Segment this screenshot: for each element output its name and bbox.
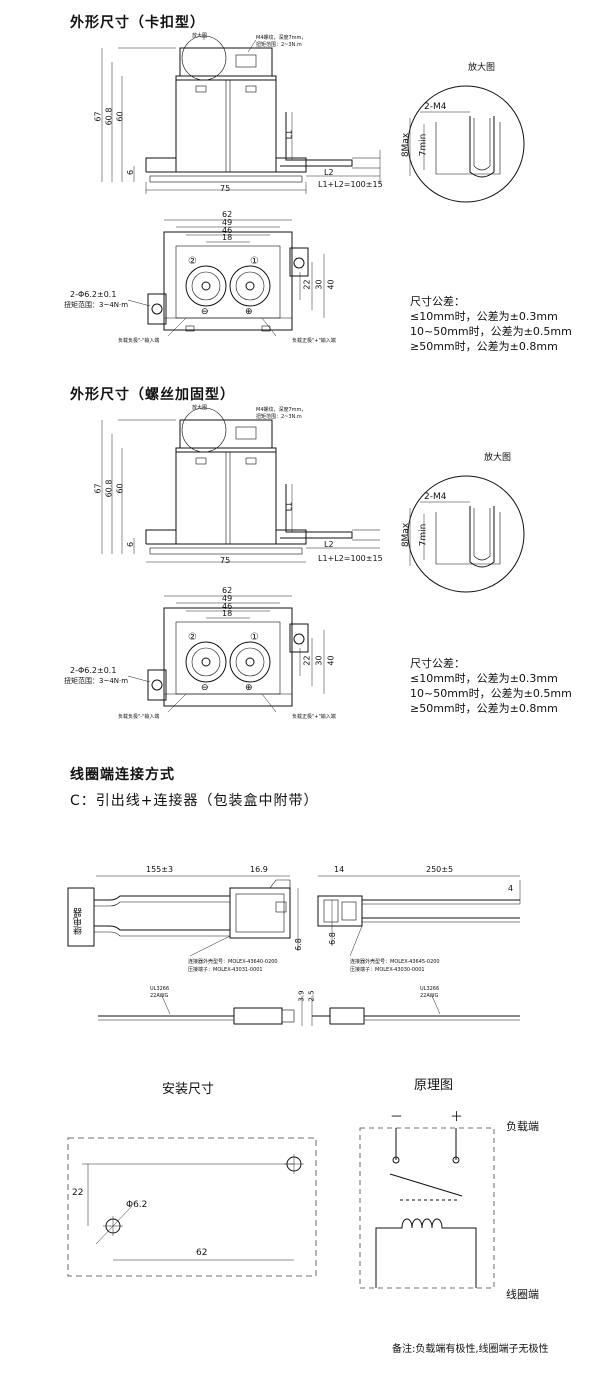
dim-4: 4 <box>508 884 514 893</box>
relay-plan-view: ⊖ ⊕ <box>127 219 325 337</box>
conn-right-housing: 连接器外壳型号：MOLEX-43645-0200 <box>350 959 440 965</box>
dim-46: 46 <box>222 226 233 235</box>
tolerance2-line-1: ≤10mm时，公差为±0.3mm <box>410 672 558 685</box>
term-neg-label-2: 负载负极"-"输入端 <box>118 714 160 720</box>
wire-left-gauge: 22AWG <box>150 993 169 999</box>
coil-subtitle: C：引出线+连接器（包装盒中附带） <box>70 793 319 809</box>
principle-minus: － <box>390 1110 404 1125</box>
install-dim-62: 62 <box>196 1248 208 1258</box>
term-neg-label: 负载负极"-"输入端 <box>118 338 160 344</box>
dim-75: 75 <box>220 184 231 193</box>
wire-left-type: UL3266 <box>150 986 170 992</box>
install-principle-drawing <box>67 1127 495 1289</box>
conn-left-terminal: 压接端子：MOLEX-43031-0001 <box>188 967 263 973</box>
conn-right-terminal: 压接端子：MOLEX-43030-0001 <box>350 967 425 973</box>
principle-load-end: 负载端 <box>506 1120 539 1133</box>
detail-m4: 2-M4 <box>424 102 447 112</box>
section2-drawing: ⊖ ⊕ <box>101 407 525 713</box>
svg-text:⊖: ⊖ <box>201 682 209 692</box>
torque-label-2: 扭矩范围：3~4N·m <box>64 677 129 685</box>
section1-drawing: ⊖ ⊕ <box>101 35 525 337</box>
dim-62: 62 <box>222 210 233 219</box>
terminal-1: ① <box>250 256 259 267</box>
callout-torque: 扭矩范围：2~3N.m <box>256 42 302 48</box>
terminal-1-b: ① <box>250 632 259 643</box>
dim-14: 14 <box>334 865 345 874</box>
tolerance2-line-0: 尺寸公差： <box>410 657 465 670</box>
tolerance2-line-2: 10~50mm时，公差为±0.5mm <box>410 687 572 700</box>
relay-plan-view-2: ⊖ ⊕ <box>127 595 325 713</box>
svg-text:⊕: ⊕ <box>245 682 253 692</box>
coil-title: 线圈端连接方式 <box>70 767 175 783</box>
tolerance-line-0: 尺寸公差： <box>410 295 465 308</box>
tolerance-line-1: ≤10mm时，公差为±0.3mm <box>410 310 558 323</box>
term-pos-label: 负载正极"+"输入端 <box>292 338 336 344</box>
callout-mag: 放大图 <box>192 33 208 39</box>
dim-18-2: 18 <box>222 609 233 618</box>
term-pos-label-2: 负载正极"+"输入端 <box>292 714 336 720</box>
dim-49-2: 49 <box>222 594 233 603</box>
relay-side-view-2 <box>101 407 380 563</box>
terminal-2: ② <box>188 256 197 267</box>
dim-l1-l2: L1+L2=100±15 <box>318 180 383 189</box>
callout-mag-2: 放大图 <box>192 405 208 411</box>
detail-m4-2: 2-M4 <box>424 492 447 502</box>
svg-text:⊕: ⊕ <box>245 306 253 316</box>
detail-view-2 <box>407 475 525 593</box>
tolerance-line-2: 10~50mm时，公差为±0.5mm <box>410 325 572 338</box>
dim-18: 18 <box>222 233 233 242</box>
principle-title: 原理图 <box>414 1078 454 1093</box>
terminal-2-b: ② <box>188 632 197 643</box>
install-title: 安装尺寸 <box>162 1082 215 1097</box>
tolerance2-line-3: ≥50mm时，公差为±0.8mm <box>410 702 558 715</box>
detail-view <box>407 85 525 203</box>
principle-coil-end: 线圈端 <box>506 1288 539 1301</box>
dim-49: 49 <box>222 218 233 227</box>
callout-thread: M4螺纹，深度7mm， <box>256 35 307 41</box>
dim-155: 155±3 <box>146 865 174 874</box>
dim-62-2: 62 <box>222 586 233 595</box>
callout-torque-2: 扭矩范围：2~3N.m <box>256 414 302 420</box>
dim-l1-l2-2: L1+L2=100±15 <box>318 554 383 563</box>
callout-thread-2: M4螺纹，深度7mm， <box>256 407 307 413</box>
dim-75-2: 75 <box>220 556 231 565</box>
relay-side-view <box>101 35 381 194</box>
conn-left-housing: 连接器外壳型号：MOLEX-43640-0200 <box>188 959 278 965</box>
torque-label: 扭矩范围：3~4N·m <box>64 301 129 309</box>
dim-l2: L2 <box>324 168 334 177</box>
dim-250: 250±5 <box>426 865 454 874</box>
detail-title-2: 放大图 <box>484 453 512 463</box>
dim-16-9: 16.9 <box>250 865 268 874</box>
section1-title: 外形尺寸（卡扣型） <box>70 15 205 31</box>
detail-title: 放大图 <box>468 63 496 73</box>
section2-title: 外形尺寸（螺丝加固型） <box>70 387 235 403</box>
dim-46-2: 46 <box>222 602 233 611</box>
principle-plus: ＋ <box>450 1110 464 1125</box>
coil-drawing <box>67 875 521 1026</box>
hole-label: 2-Φ6.2±0.1 <box>70 290 117 299</box>
dim-l2-2: L2 <box>324 540 334 549</box>
install-dim-dia: Φ6.2 <box>126 1200 148 1210</box>
hole-label-2: 2-Φ6.2±0.1 <box>70 666 117 675</box>
tolerance-line-3: ≥50mm时，公差为±0.8mm <box>410 340 558 353</box>
svg-text:⊖: ⊖ <box>201 306 209 316</box>
wire-right-gauge: 22AWG <box>420 993 439 999</box>
wire-right-type: UL3266 <box>420 986 440 992</box>
footer-note: 备注:负载端有极性,线圈端子无极性 <box>392 1344 549 1355</box>
install-dim-22: 22 <box>72 1188 84 1198</box>
